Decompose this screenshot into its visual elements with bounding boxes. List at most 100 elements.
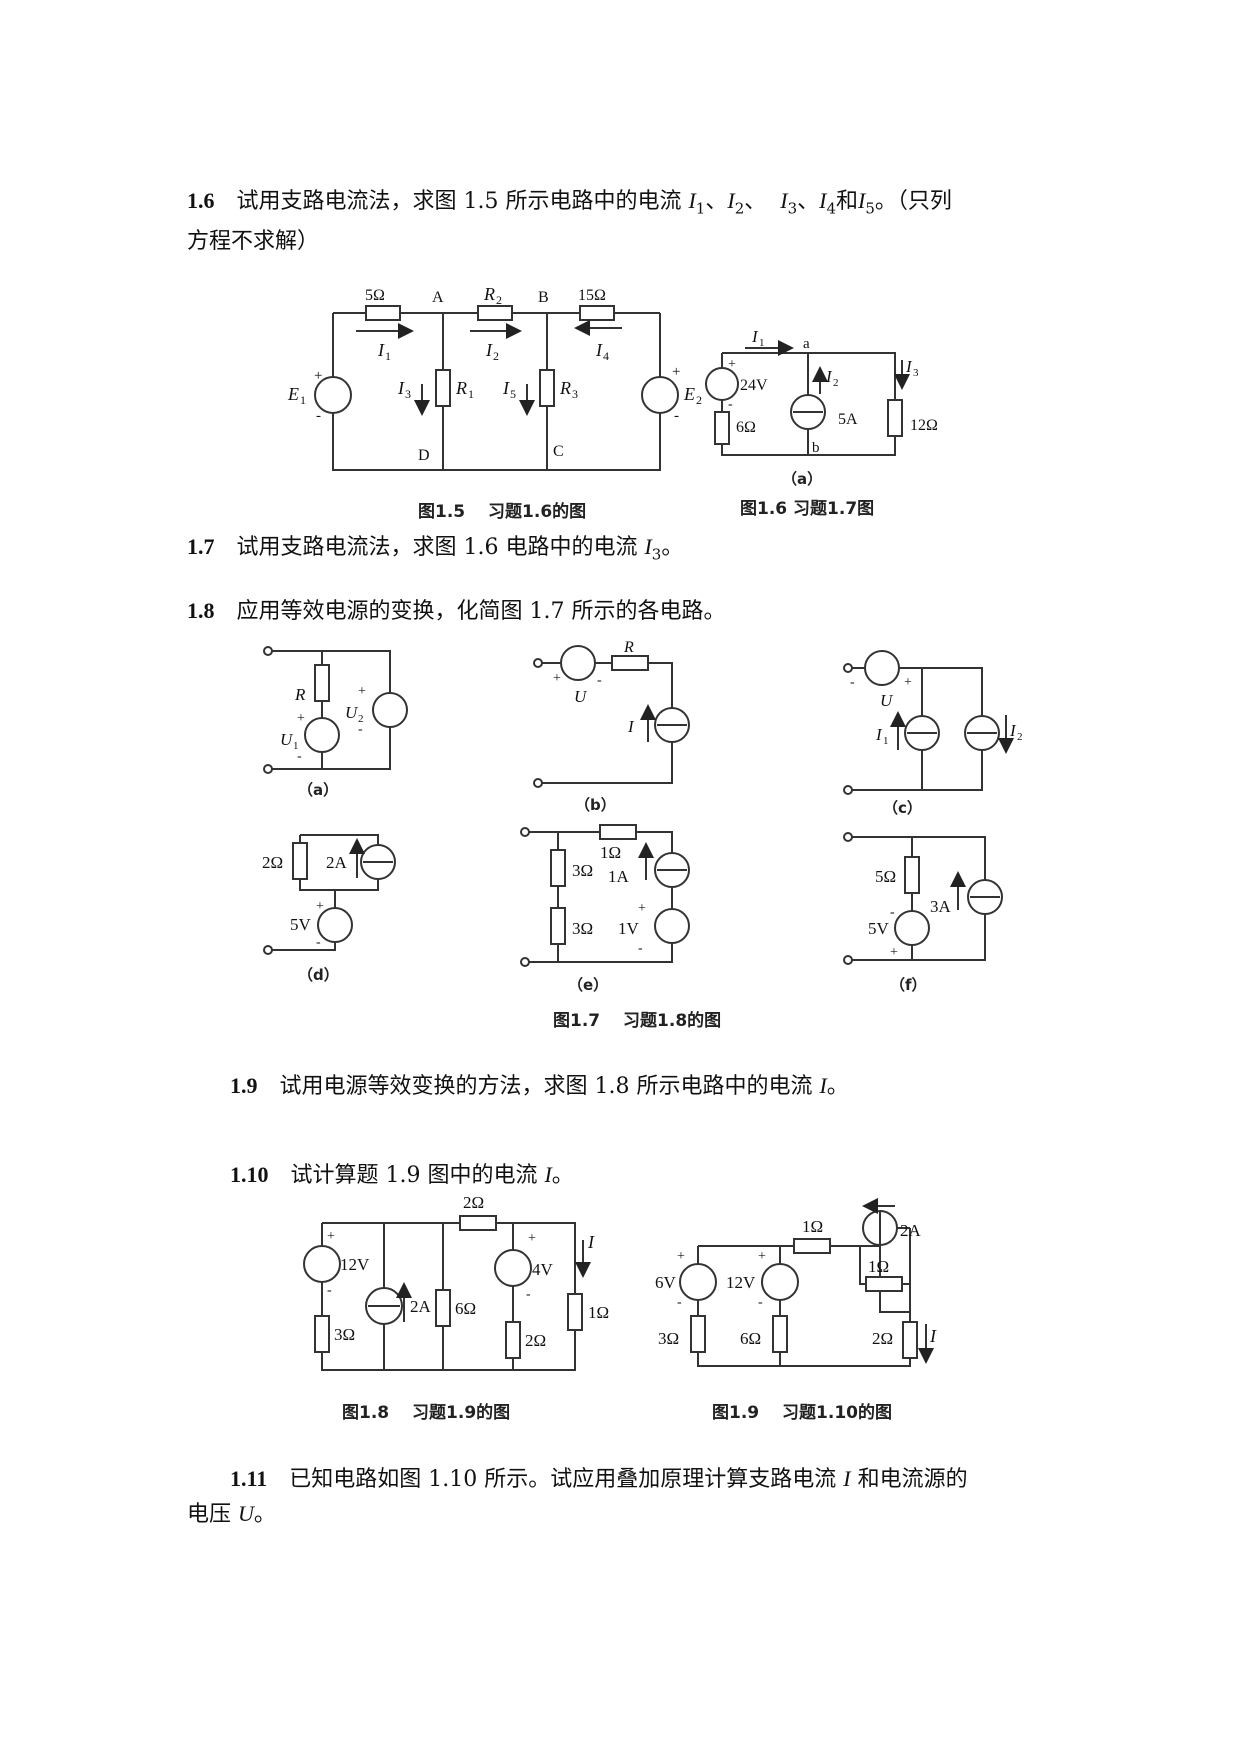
problem-text: 已知电路如图 1.10 所示。试应用叠加原理计算支路电流 (289, 1467, 844, 1492)
source-e1 (314, 376, 352, 414)
svg-text:+: + (316, 899, 324, 914)
svg-text:12Ω: 12Ω (910, 417, 938, 434)
source-u2 (372, 692, 408, 728)
svg-text:2A: 2A (410, 1297, 432, 1316)
svg-text:1: 1 (293, 740, 299, 752)
svg-text:2Ω: 2Ω (262, 853, 283, 872)
svg-text:+: + (528, 1231, 536, 1246)
svg-text:5Ω: 5Ω (875, 867, 896, 886)
source-12v (303, 1245, 341, 1283)
svg-text:R: R (559, 378, 571, 398)
svg-text:4: 4 (603, 349, 609, 363)
resistor-r3 (539, 369, 555, 407)
svg-text:1: 1 (883, 735, 889, 747)
svg-text:I: I (751, 327, 759, 346)
svg-text:+: + (728, 357, 736, 372)
figure-1-9: 1Ω 2A 1Ω + 6V - + 12V - 3Ω 6Ω 2Ω I 图1.9 … (655, 1198, 937, 1423)
svg-text:2: 2 (696, 393, 702, 407)
svg-text:+: + (638, 901, 646, 916)
svg-text:2: 2 (833, 377, 839, 389)
svg-text:（a）: （a） (298, 781, 338, 799)
source-24v (705, 367, 739, 401)
svg-text:I: I (587, 1232, 595, 1252)
svg-text:R: R (294, 685, 306, 704)
source-12v (761, 1263, 799, 1301)
svg-text:C: C (553, 443, 564, 460)
resistor-r-b (611, 655, 649, 671)
problem-number: 1.8 (187, 598, 215, 623)
svg-text:-: - (597, 673, 602, 688)
svg-text:I: I (875, 725, 883, 744)
fig17-f: 5Ω 3A - 5V + （f） (843, 832, 1003, 994)
problem-text-cont: 方程不求解） (187, 229, 320, 255)
svg-text:（d）: （d） (298, 966, 339, 984)
svg-text:I: I (905, 357, 913, 376)
source-1v (654, 908, 690, 944)
figure-1-6: I 1 a I 2 I 3 + - 24V 6Ω 5A 12Ω b （a） 图1… (705, 327, 938, 519)
svg-text:1: 1 (300, 393, 306, 407)
svg-text:1Ω: 1Ω (600, 843, 621, 862)
svg-text:2A: 2A (900, 1221, 922, 1240)
resistor-1ohm-mid (865, 1276, 903, 1292)
source-4v (494, 1249, 532, 1287)
svg-text:I: I (825, 367, 833, 386)
svg-text:I: I (595, 340, 603, 360)
svg-text:3: 3 (913, 367, 919, 379)
svg-text:+: + (677, 1249, 685, 1264)
resistor-5ohm (904, 856, 920, 894)
svg-text:2: 2 (358, 713, 364, 725)
svg-text:24V: 24V (740, 377, 768, 394)
resistor-2ohm-top (459, 1215, 497, 1231)
svg-text:B: B (538, 289, 549, 306)
svg-text:I: I (485, 340, 493, 360)
svg-text:-: - (728, 397, 733, 412)
svg-text:1Ω: 1Ω (802, 1217, 823, 1236)
svg-text:I: I (377, 340, 385, 360)
fig17-c: - + U I 1 I 2 （c） (843, 650, 1023, 817)
source-u1 (304, 717, 340, 753)
svg-text:-: - (327, 1283, 332, 1298)
svg-text:6Ω: 6Ω (736, 419, 756, 436)
problem-number: 1.10 (230, 1162, 269, 1187)
resistor-3ohm (314, 1315, 330, 1353)
svg-text:（c）: （c） (883, 799, 922, 817)
svg-text:2: 2 (1017, 731, 1023, 743)
resistor-6ohm (435, 1289, 451, 1327)
resistor-3ohm-top (550, 849, 566, 887)
svg-text:1V: 1V (618, 919, 640, 938)
problem-text: 试用电源等效变换的方法，求图 1.8 所示电路中的电流 (279, 1074, 820, 1099)
resistor-2ohm (292, 842, 308, 880)
svg-text:-: - (358, 722, 363, 737)
svg-text:+: + (327, 1229, 335, 1244)
svg-text:E: E (287, 384, 299, 404)
source-6v (679, 1263, 717, 1301)
svg-text:1: 1 (759, 337, 765, 349)
svg-text:+: + (758, 1249, 766, 1264)
svg-text:-: - (297, 749, 302, 764)
figure-1-8: 2Ω + 12V - 2A 6Ω + 4V - I 1Ω 3Ω 2Ω 图1.8 … (303, 1193, 609, 1423)
svg-text:2Ω: 2Ω (872, 1329, 893, 1348)
resistor-3ohm-bottom (550, 907, 566, 945)
figure-caption: 图1.9 习题1.10的图 (712, 1402, 892, 1423)
svg-text:I: I (502, 378, 510, 398)
figure-caption: 图1.6 习题1.7图 (740, 499, 874, 519)
svg-text:5: 5 (510, 387, 516, 401)
fig17-e: 1Ω 1A 3Ω 3Ω + 1V - （e） (520, 824, 690, 994)
problem-number: 1.6 (187, 188, 215, 213)
svg-text:1A: 1A (608, 867, 630, 886)
svg-text:I: I (397, 378, 405, 398)
svg-text:2Ω: 2Ω (463, 1193, 484, 1212)
problem-number: 1.9 (230, 1073, 258, 1098)
resistor-5ohm (365, 305, 401, 321)
svg-text:1Ω: 1Ω (588, 1303, 609, 1322)
figure-1-5: 5Ω A R 2 B 15Ω I 1 I 2 I 4 E 1 + - I 3 R… (287, 284, 702, 522)
svg-text:+: + (672, 364, 680, 380)
svg-text:-: - (316, 408, 321, 424)
svg-text:3Ω: 3Ω (572, 919, 593, 938)
resistor-15ohm (579, 305, 615, 321)
svg-text:-: - (850, 675, 855, 690)
